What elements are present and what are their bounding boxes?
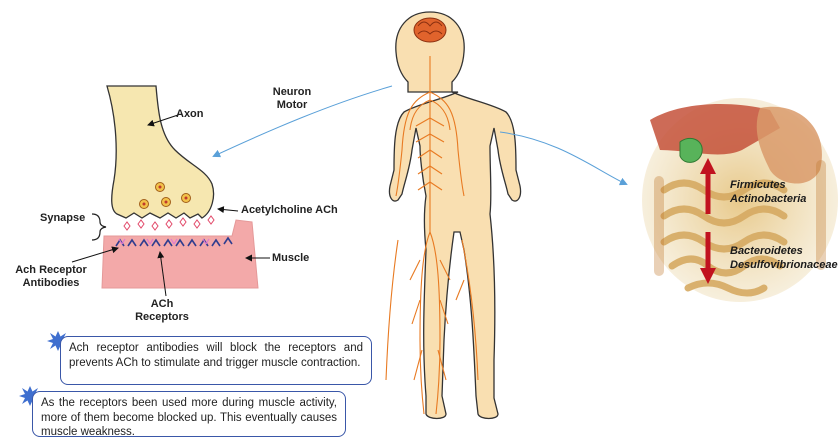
human-body	[386, 12, 521, 419]
label-firmicutes: Firmicutes	[730, 178, 806, 192]
label-synapse: Synapse	[40, 212, 85, 225]
gallbladder	[680, 138, 702, 162]
label-axon: Axon	[176, 108, 204, 121]
gut-group-up: Firmicutes Actinobacteria	[730, 178, 806, 206]
gut-group-down: Bacteroidetes Desulfovibrionaceae	[730, 244, 838, 272]
label-neuron-motor: Neuron Motor	[260, 86, 324, 112]
label-ach-receptor-antibodies: Ach Receptor Antibodies	[2, 264, 100, 290]
brain-icon	[414, 18, 446, 42]
axon-terminal	[107, 86, 214, 218]
note-antibodies: Ach receptor antibodies will block the r…	[60, 336, 372, 385]
label-ach-receptors: ACh Receptors	[132, 298, 192, 324]
label-muscle: Muscle	[272, 252, 309, 265]
label-actinobacteria: Actinobacteria	[730, 192, 806, 206]
note-weakness: As the receptors been used more during m…	[32, 391, 346, 437]
label-desulfovibrionaceae: Desulfovibrionaceae	[730, 258, 838, 272]
ach-molecules	[124, 216, 214, 230]
arrow-body-to-gut	[500, 132, 626, 184]
synapse-illustration	[72, 86, 270, 296]
body-silhouette	[389, 12, 520, 419]
label-acetylcholine: Acetylcholine ACh	[241, 204, 338, 217]
label-bacteroidetes: Bacteroidetes	[730, 244, 838, 258]
muscle-fiber	[102, 220, 258, 288]
